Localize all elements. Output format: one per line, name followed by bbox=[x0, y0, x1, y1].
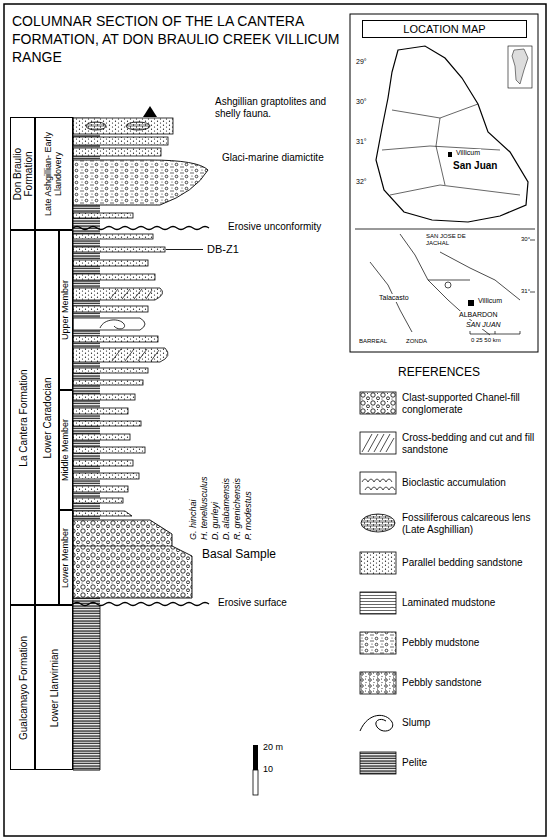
legend-text: Pebbly sandstone bbox=[402, 677, 538, 689]
unit-name: Lower Member bbox=[61, 514, 71, 601]
legend-text: Fossiliferous calcareous lens (Late Asgh… bbox=[402, 512, 538, 535]
scale-label: 10 bbox=[263, 764, 273, 774]
unit-name: Late Ashgillian- Early Llandovery bbox=[44, 131, 64, 217]
stratigraphic-cell: Lower Member bbox=[59, 510, 73, 605]
diagram-title: COLUMNAR SECTION OF THE LA CANTERA FORMA… bbox=[12, 12, 342, 67]
sample-label: Basal Sample bbox=[202, 548, 276, 562]
stratigraphic-cell: La Cantera Formation bbox=[10, 230, 35, 605]
legend-text: Slump bbox=[402, 717, 538, 729]
unit-name: Middle Member bbox=[61, 394, 71, 506]
unit-name: Don Braulio Formation bbox=[12, 143, 34, 205]
legend-heading: REFERENCES bbox=[398, 366, 480, 380]
unit-name: La Cantera Formation bbox=[17, 234, 28, 601]
sample-label: DB-Z1 bbox=[207, 243, 239, 256]
map-title-box: LOCATION MAP bbox=[362, 20, 527, 38]
legend-text: Pelite bbox=[402, 757, 538, 769]
unit-name: Lower Caradocian bbox=[42, 234, 53, 601]
fossil-name: P. modestus bbox=[243, 491, 253, 540]
coordinate-label: 31° bbox=[356, 138, 367, 146]
coordinate-label: 30° bbox=[521, 236, 530, 243]
fossil-name: R. grenichensis bbox=[232, 478, 242, 540]
coordinate-label: 32° bbox=[356, 178, 367, 186]
stratigraphic-cell: Middle Member bbox=[59, 390, 73, 510]
legend-text: Laminated mudstone bbox=[402, 597, 538, 609]
place-name: San Juan bbox=[452, 160, 498, 172]
annotation: Glaci-marine diamictite bbox=[222, 152, 352, 164]
legend-text: Cross-bedding and cut and fill sandstone bbox=[402, 432, 538, 455]
scale-label: 20 m bbox=[263, 742, 283, 752]
stratigraphic-cell: Late Ashgillian- Early Llandovery bbox=[35, 117, 73, 230]
stratigraphic-cell: Gualcamayo Formation bbox=[10, 605, 35, 770]
place-name: Talacasto bbox=[378, 294, 410, 302]
legend-text: Pebbly mudstone bbox=[402, 637, 538, 649]
stratigraphic-cell: Lower Caradocian bbox=[35, 230, 59, 605]
stratigraphic-cell: Don Braulio Formation bbox=[10, 117, 35, 230]
coordinate-label: 31° bbox=[521, 288, 530, 295]
fossil-name: H. tenellusculus bbox=[199, 476, 209, 540]
place-name: Villicum bbox=[477, 297, 503, 305]
stratigraphic-cell: Lower Llanvirnian bbox=[35, 605, 73, 770]
map-title: LOCATION MAP bbox=[403, 23, 485, 35]
place-name: BARREAL bbox=[358, 338, 388, 345]
fossil-name: D. gurleyi bbox=[210, 502, 220, 540]
annotation: Erosive unconformity bbox=[228, 221, 321, 233]
place-name: SAN JOSE DE JACHAL bbox=[425, 233, 487, 247]
stratigraphic-cell: Upper Member bbox=[59, 230, 73, 390]
legend-text: Parallel bedding sandstone bbox=[402, 557, 538, 569]
annotation: Ashgillian graptolites and shelly fauna. bbox=[215, 96, 335, 119]
fossil-name: G. hinchai bbox=[188, 499, 198, 540]
place-name: ALBARDON bbox=[458, 311, 499, 319]
place-name: ZONDA bbox=[405, 338, 428, 345]
unit-name: Lower Llanvirnian bbox=[49, 609, 60, 766]
annotation: Erosive surface bbox=[218, 597, 287, 609]
place-name: SAN JUAN bbox=[465, 321, 502, 329]
fossil-name: D. alabamensis bbox=[221, 478, 231, 540]
legend-text: Clast-supported Chanel-fill conglomerate bbox=[402, 392, 538, 415]
scale-label: 0 25 50 km bbox=[470, 337, 502, 344]
unit-name: Upper Member bbox=[61, 234, 71, 386]
place-name: Villicum bbox=[455, 149, 481, 157]
unit-name: Gualcamayo Formation bbox=[17, 609, 28, 766]
legend-text: Bioclastic accumulation bbox=[402, 477, 538, 489]
coordinate-label: 30° bbox=[356, 98, 367, 106]
coordinate-label: 29° bbox=[356, 58, 367, 66]
